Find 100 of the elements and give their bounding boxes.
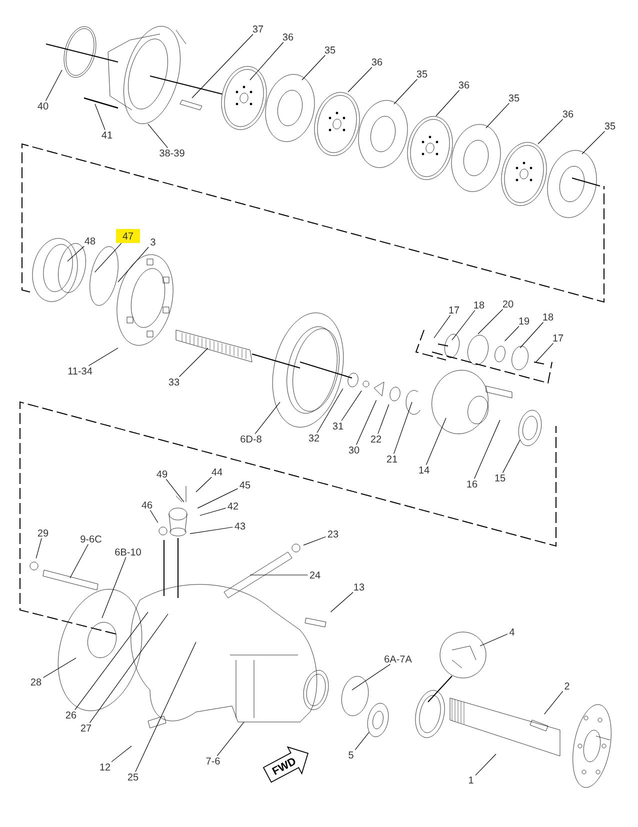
callout-number: 6A-7A bbox=[384, 655, 412, 663]
leader-line bbox=[538, 118, 564, 144]
leader-line bbox=[111, 746, 132, 762]
callout-number: 13 bbox=[354, 583, 364, 591]
callout-number: 3 bbox=[150, 238, 156, 246]
leader-line bbox=[192, 34, 254, 98]
leader-line bbox=[94, 104, 106, 130]
leader-line bbox=[452, 310, 476, 340]
callout-number: 20 bbox=[502, 300, 514, 308]
callout-number: 30 bbox=[348, 446, 360, 454]
leader-line bbox=[74, 612, 148, 710]
leader-line bbox=[478, 308, 504, 334]
callout-number: 35 bbox=[416, 70, 428, 78]
callout-number: 42 bbox=[228, 502, 238, 510]
callout-number: 45 bbox=[240, 482, 250, 488]
callout-number: 9-6C bbox=[80, 535, 102, 543]
callout-number: 1 bbox=[469, 776, 474, 784]
leader-line bbox=[135, 642, 196, 772]
leader-line bbox=[536, 342, 554, 362]
callout-number: 36 bbox=[562, 110, 574, 118]
callout-number: 12 bbox=[100, 764, 110, 770]
callout-number: 27 bbox=[80, 724, 92, 732]
leader-line bbox=[474, 420, 500, 480]
callout-number: 41 bbox=[102, 132, 112, 138]
callout-number: 35 bbox=[604, 122, 616, 130]
callout-number: 28 bbox=[30, 678, 42, 686]
leader-line bbox=[378, 404, 390, 434]
callout-number: 35 bbox=[324, 46, 336, 54]
callout-number: 4 bbox=[509, 628, 514, 636]
callout-number: 6D-8 bbox=[240, 435, 262, 443]
callout-number: 25 bbox=[128, 773, 138, 781]
leader-line bbox=[148, 124, 168, 148]
callout-number: 36 bbox=[282, 33, 294, 41]
callout-number: 21 bbox=[386, 456, 398, 462]
leader-line bbox=[582, 130, 606, 154]
leader-line bbox=[394, 402, 412, 454]
callout-number: 17 bbox=[449, 306, 460, 314]
leader-line bbox=[118, 246, 149, 282]
callout-number: 29 bbox=[38, 529, 48, 537]
callout-number: 15 bbox=[495, 474, 506, 482]
leader-line bbox=[303, 536, 326, 546]
leader-line bbox=[45, 70, 62, 102]
callout-number: 36 bbox=[458, 81, 470, 89]
leader-line bbox=[89, 614, 168, 724]
leader-line bbox=[216, 722, 244, 756]
callout-number: 35 bbox=[508, 94, 520, 102]
leader-line bbox=[352, 664, 391, 690]
callout-number: 22 bbox=[370, 436, 382, 442]
leader-line bbox=[250, 42, 284, 80]
leader-line bbox=[302, 54, 326, 80]
callout-number: 46 bbox=[142, 501, 152, 509]
leader-line bbox=[102, 556, 126, 618]
leader-line bbox=[36, 538, 42, 559]
leader-line bbox=[341, 390, 362, 422]
leader-line bbox=[480, 634, 508, 646]
leader-line bbox=[200, 508, 226, 516]
leader-line bbox=[88, 348, 118, 366]
callout-number: 40 bbox=[38, 102, 48, 110]
callout-number: 5 bbox=[348, 752, 354, 758]
callout-number: 31 bbox=[332, 422, 344, 430]
callout-number: 11-34 bbox=[68, 367, 92, 375]
callout-number: 44 bbox=[212, 468, 222, 476]
leader-line bbox=[150, 510, 158, 523]
callout-number: 26 bbox=[66, 711, 76, 719]
callout-number: 6B-10 bbox=[115, 548, 141, 556]
callout-number: 32 bbox=[308, 434, 320, 442]
leader-line bbox=[426, 418, 446, 466]
callout-number: 36 bbox=[372, 58, 382, 66]
callout-number: 23 bbox=[328, 530, 338, 538]
leader-line bbox=[394, 78, 418, 104]
callout-number: 43 bbox=[234, 522, 246, 530]
leader-line bbox=[67, 246, 84, 262]
callout-number: 33 bbox=[168, 378, 180, 386]
leader-line bbox=[330, 592, 354, 612]
leader-line bbox=[544, 690, 564, 714]
leader-line bbox=[42, 658, 76, 678]
leader-line bbox=[475, 754, 496, 776]
leader-line bbox=[434, 314, 451, 338]
leader-line bbox=[504, 326, 520, 342]
callout-number: 18 bbox=[543, 313, 554, 321]
callout-number: 49 bbox=[156, 470, 168, 478]
callout-number: 19 bbox=[519, 317, 530, 325]
callout-number: 18 bbox=[474, 301, 484, 309]
leader-line bbox=[166, 478, 184, 502]
leader-line bbox=[348, 66, 372, 92]
leader-line bbox=[436, 90, 460, 116]
callout-number: 38-39 bbox=[160, 149, 184, 157]
leader-line bbox=[70, 544, 88, 578]
leader-line bbox=[316, 388, 344, 434]
callout-number: 24 bbox=[310, 572, 320, 578]
callout-number: 48 bbox=[84, 237, 96, 245]
callout-number: 17 bbox=[553, 334, 564, 342]
highlighted-callout-number: 47 bbox=[116, 229, 140, 243]
leader-line bbox=[197, 488, 238, 508]
callout-number: 7-6 bbox=[206, 757, 220, 765]
leader-line bbox=[250, 574, 308, 576]
leader-line bbox=[502, 440, 520, 474]
callout-number: 37 bbox=[252, 25, 264, 33]
leader-line bbox=[356, 400, 377, 446]
leader-line bbox=[178, 348, 208, 378]
